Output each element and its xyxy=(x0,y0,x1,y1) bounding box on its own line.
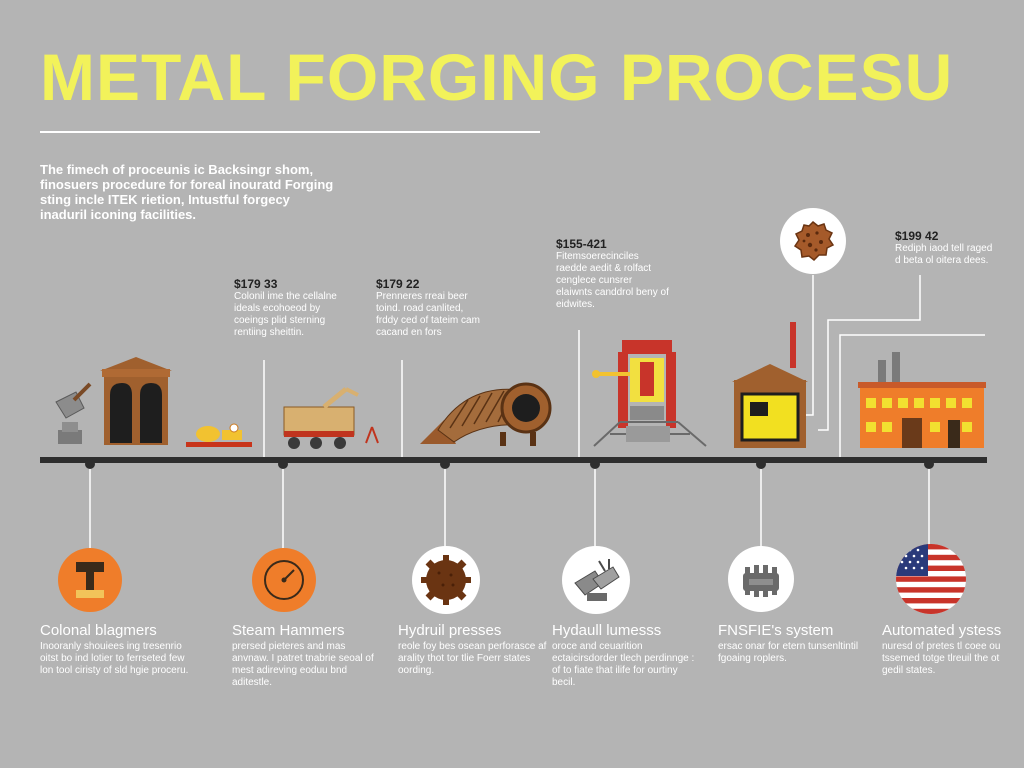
factory-leader xyxy=(839,334,985,458)
callout-1-price: $179 33 xyxy=(234,277,278,291)
stage-3-desc: reole foy bes osean perforasce af aralit… xyxy=(398,641,547,676)
stage-2-desc: prersed pieteres and mas anvnaw. I patre… xyxy=(232,641,374,688)
factory-icon xyxy=(858,352,986,448)
stage-3-title: Hydruil presses xyxy=(398,622,502,639)
callout-2-text: Prenneres rreai beer toind. road canlite… xyxy=(376,291,480,338)
stage-4-badge xyxy=(562,546,630,614)
stone-anvil-icon xyxy=(55,382,92,444)
stage-6: Automated ystess nuresd of pretes tl coe… xyxy=(882,622,1012,677)
steam-gauge-icon xyxy=(264,560,304,600)
stage-6-desc: nuresd of pretes tl coee ou tssemed totg… xyxy=(882,641,1001,676)
callout-1: $179 33 Colonil ime the cellalne ideals … xyxy=(234,278,344,339)
stage-2-title: Steam Hammers xyxy=(232,622,345,639)
hammer-head-icon xyxy=(76,562,104,598)
callout-2-price: $179 22 xyxy=(376,277,420,291)
forge-house-icon xyxy=(100,357,172,445)
cog-wheel-icon xyxy=(743,565,779,597)
ore-badge xyxy=(780,208,846,274)
intro-paragraph: The fimech of proceunis ic Backsingr sho… xyxy=(40,162,334,222)
ore-icon xyxy=(793,220,835,262)
stage-1: Colonal blagmers Inooranly shouiees ing … xyxy=(40,622,190,677)
hydraulic-press-icon xyxy=(592,340,707,447)
timeline-bar xyxy=(40,457,987,463)
furnace-icon xyxy=(732,322,808,448)
gear-icon xyxy=(421,555,471,605)
callout-3-price: $155-421 xyxy=(556,237,607,251)
american-flag-icon xyxy=(896,544,966,614)
stage-5: FNSFIE's system ersac onar for etern tun… xyxy=(718,622,868,665)
stage-4-desc: oroce and ceuarition ectaicirsdorder tle… xyxy=(552,641,695,688)
timeline-nodes xyxy=(85,459,934,469)
stage-5-desc: ersac onar for etern tunsenltintil fgoai… xyxy=(718,641,859,664)
stage-6-badge xyxy=(896,544,966,614)
stage-5-badge xyxy=(728,546,794,612)
callout-3-text: Fitemsoerecinciles raedde aedit & rolfac… xyxy=(556,251,669,310)
stage-3: Hydruil presses reole foy bes osean perf… xyxy=(398,622,548,677)
callout-4-price: $199 42 xyxy=(895,229,939,243)
stage-2-badge xyxy=(252,548,316,612)
rotary-drum-icon xyxy=(420,382,552,446)
timeline-node-6 xyxy=(924,459,934,469)
title-underline xyxy=(40,131,540,133)
forging-tool-icon xyxy=(574,559,620,601)
stage-2: Steam Hammers prersed pieteres and mas a… xyxy=(232,622,382,689)
timeline-node-3 xyxy=(440,459,450,469)
stage-1-desc: Inooranly shouiees ing tresenrio oitst b… xyxy=(40,641,189,676)
ore-leader xyxy=(805,275,814,416)
hammer-cart-icon xyxy=(283,387,379,449)
stage-4: Hydaull lumesss oroce and ceuarition ect… xyxy=(552,622,702,689)
stage-6-title: Automated ystess xyxy=(882,622,1002,639)
callout-4-text: Rediph iaod tell raged d beta ol oitera … xyxy=(895,243,993,266)
callout-4: $199 42 Rediph iaod tell raged d beta ol… xyxy=(895,230,1000,267)
stage-4-title: Hydaull lumesss xyxy=(552,622,662,639)
stage-1-title: Colonal blagmers xyxy=(40,622,157,639)
stage-3-badge xyxy=(412,546,480,614)
callout-2: $179 22 Prenneres rreai beer toind. road… xyxy=(376,278,486,339)
timeline-node-2 xyxy=(278,459,288,469)
callout-3: $155-421 Fitemsoerecinciles raedde aedit… xyxy=(556,238,671,311)
timeline-node-5 xyxy=(756,459,766,469)
stage-1-badge xyxy=(58,548,122,612)
page-title: METAL FORGING PROCESU xyxy=(40,40,954,114)
timeline-node-1 xyxy=(85,459,95,469)
callout-4-leader xyxy=(818,275,921,431)
yellow-anvil-icon xyxy=(186,423,252,447)
timeline-node-4 xyxy=(590,459,600,469)
callout-1-text: Colonil ime the cellalne ideals ecohoeod… xyxy=(234,291,337,338)
stage-5-title: FNSFIE's system xyxy=(718,622,834,639)
